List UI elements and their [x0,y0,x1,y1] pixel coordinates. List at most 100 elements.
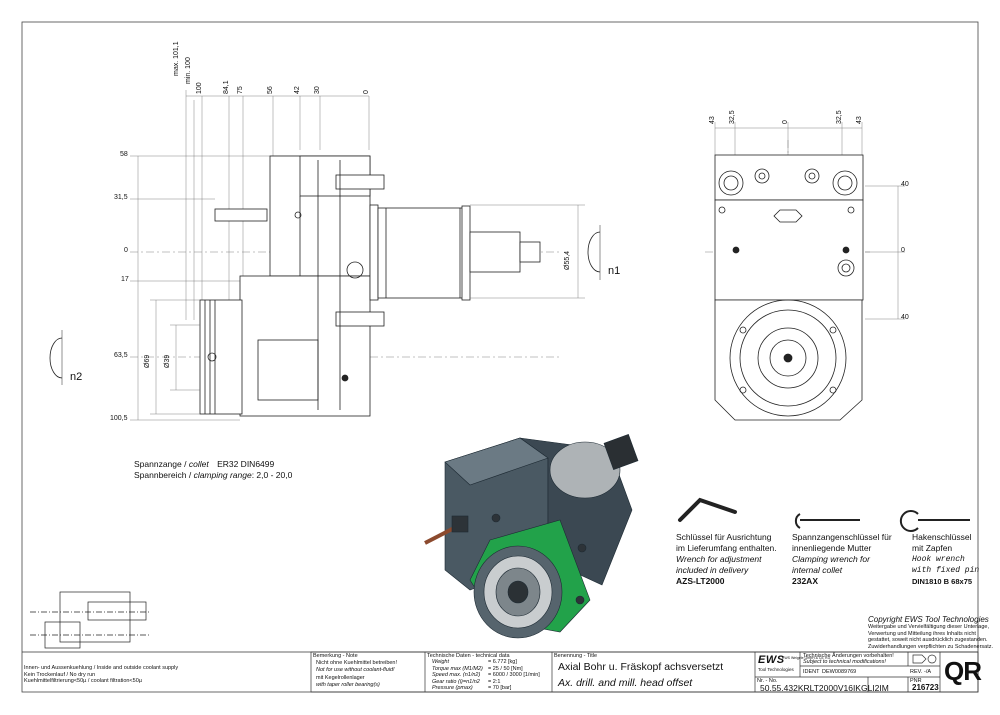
tech-changes-en: Subject to technical modifications! [803,659,886,665]
ident-value: DEW0089769 [822,669,857,675]
label-n2: n2 [70,371,83,383]
collet-value: ER32 DIN6499 [217,459,275,469]
remarks-header: Bemerkung - Note [313,653,358,659]
remark1-en: Not for use without coolant-fluid! [316,666,395,673]
coolant-line-2: Kein Trockenlauf / No dry run [24,671,96,678]
dim-top-1: min. 100 [185,57,192,84]
dim-front-top-0: 43 [709,116,716,124]
dim-left-2: 0 [124,247,128,254]
dim-top-0: max. 101,1 [173,41,180,76]
wrench1-en-1: Wrench for adjustment [676,554,762,564]
collet-line-2: Spannbereich / clamping range: 2,0 - 20,… [134,470,292,481]
dim-top-7: 30 [314,86,321,94]
collet-label-de: Spannzange / [134,459,187,469]
pnr-label: PNR [910,678,922,684]
tech-label: Weight [432,659,450,665]
wrench1-en-2: included in delivery [676,565,749,575]
dim-front-right-1: 0 [901,247,905,254]
dim-left-1: 31,5 [114,194,128,201]
clamp-range-label-en: clamping range [193,470,252,480]
wrench1-de-1: Schlüssel für Ausrichtung [676,532,772,542]
wrench2-code: 232AX [792,576,818,586]
dim-top-6: 42 [294,86,301,94]
wrench-sketches [678,497,970,532]
dim-top-8: 0 [363,90,370,94]
tech-value: = 6.772 [kg] [488,659,517,665]
tech-row-3: Gear ratio (i)=n1/n2= 2:1 [432,679,540,686]
ews-logo: EWS [758,654,785,666]
coolant-notes: Innen- und Aussenkuehlung / Inside and o… [24,665,178,685]
wrench3-de-1: Hakenschlüssel [912,532,972,542]
clamp-range-value: : 2,0 - 20,0 [251,470,293,480]
tech-value: = 70 [bar] [488,685,512,691]
remark2-de: mit Kegelrollenlager [316,675,365,681]
dim-top-2: 100 [196,82,203,94]
dim-dia-69: Ø69 [144,354,151,368]
clamp-range-label-de: Spannbereich / [134,470,192,480]
dim-front-right-0: 40 [901,181,909,188]
coolant-line-1: Innen- und Aussenkuehlung / Inside and o… [24,665,179,671]
tech-value: = 25 / 50 [Nm] [488,665,523,672]
drawing-title-en: Ax. drill. and mill. head offset [558,677,693,689]
tech-data: Weight = 6.772 [kg] Torque max (M1/M2) = 2… [432,659,540,692]
dim-front-top-1: 32,5 [729,110,736,124]
dim-front-top-2: 0 [782,120,789,124]
tech-value: = 6000 / 3000 [1/min] [488,672,540,678]
copyright-line-1: Weitergabe und Vervielfältigung dieser U… [868,624,989,630]
wrench2-en-1: Clamping wrench for [792,554,870,564]
wrench1-code: AZS-LT2000 [676,576,725,586]
remark1-de: Nicht ohne Kuehlmittel betreiben! [316,660,398,666]
side-view [49,90,601,421]
tech-value: = 2:1 [488,678,501,685]
remarks: Nicht ohne Kuehlmittel betreiben! Not fo… [316,660,397,688]
wrench1-de-2: im Lieferumfang enthalten. [676,543,777,553]
dim-left-3: 17 [121,276,129,283]
ews-logo-sub: Tool Technologies [758,667,794,672]
dim-left-4: 63,5 [114,352,128,359]
drawing-title-de: Axial Bohr u. Fräskopf achsversetzt [558,661,724,673]
coolant-line-3: Kuehlmittelfiltrierung<50µ / coolant fil… [24,678,142,684]
wrench2-de-2: innenliegende Mutter [792,543,872,553]
dim-front-right-2: 40 [901,314,909,321]
tech-label: Torque max (M1/M2) [432,665,483,672]
wrench3-en-1: Hook wrench [912,555,965,564]
dim-left-5: 100,5 [110,415,128,422]
tech-changes-de: Technische Änderungen vorbehalten! [803,653,894,659]
company-name: EWS Weigele GmbH & Co. KG [782,656,831,660]
title-block-grid [22,651,979,693]
title-header: Benennung - Title [554,653,598,659]
wrench3-en-2: with fixed pin [912,566,980,575]
dim-top-3: 84,1 [223,80,230,94]
collet-label-en: collet [188,459,209,469]
rev-value: -/A [924,669,932,675]
dim-left-0: 58 [120,151,128,158]
tech-label: Speed max. (n1/n2) [432,672,481,678]
wrench3-text: Hakenschlüssel mit Zapfen Hook wrench wi… [912,532,979,587]
copyright-line-3: gestattet, soweit nicht ausdrücklich zug… [868,637,988,643]
wrench2-de-1: Spannzangenschlüssel für [792,532,892,542]
label-n1: n1 [608,265,621,277]
copyright-line-4: Zuwiderhandlungen verpflichten zu Schade… [868,643,994,650]
tech-row-1: Torque max (M1/M2) = 25 / 50 [Nm] [432,666,540,673]
tech-row-2: Speed max. (n1/n2) = 6000 / 3000 [1/min] [432,672,540,679]
wrench3-code: DIN1810 B 68x75 [912,577,973,586]
tech-header: Technische Daten - technical data [427,653,510,659]
copyright-line-2: Verwertung und Mitteilung ihres Inhalts … [868,630,976,637]
ident-label: IDENT [803,669,820,675]
part-number: 50.55.432KRLT2000V16IKGLI2IM [760,683,889,693]
wrench2-en-2: internal collet [792,565,843,575]
no-header: Nr. - No. [757,678,778,684]
copyright-block: Copyright EWS Tool Technologies Weiterga… [868,615,993,650]
front-view [705,122,905,421]
schematic-sketch [30,591,150,649]
tech-row-4: Pressure (pmax)= 70 [bar] [432,685,540,692]
wrench2-text: Spannzangenschlüssel für innenliegende M… [792,532,892,587]
copyright-title: Copyright EWS Tool Technologies [868,615,989,624]
tech-row-0: Weight = 6.772 [kg] [432,659,540,666]
dim-front-top-4: 43 [856,116,863,124]
dim-front-top-3: 32,5 [836,110,843,124]
dim-dia-39: Ø39 [164,354,171,368]
wrench1-text: Schlüssel für Ausrichtung im Lieferumfan… [676,532,777,587]
qr-mark: QR [944,656,982,686]
